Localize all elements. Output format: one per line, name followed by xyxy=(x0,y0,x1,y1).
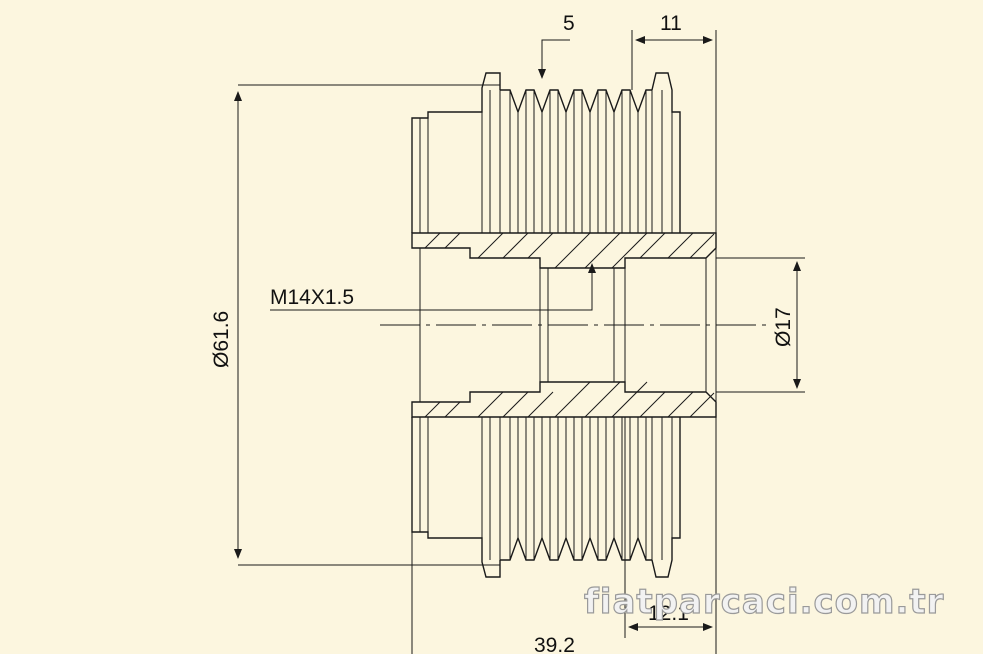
outer-diameter-label: Ø61.6 xyxy=(210,311,233,368)
bore-diameter-label: Ø17 xyxy=(772,307,795,347)
dimension-lines xyxy=(234,30,805,654)
watermark: fiatparcaci.com.tr xyxy=(584,582,944,622)
hub-length-label: 12.1 xyxy=(648,602,689,625)
groove-pitch-label: 5 xyxy=(563,12,575,35)
thread-label: M14X1.5 xyxy=(270,286,354,309)
pulley-body xyxy=(411,72,681,578)
flange-width-label: 11 xyxy=(660,12,682,35)
overall-length-label: 39.2 xyxy=(534,634,575,654)
